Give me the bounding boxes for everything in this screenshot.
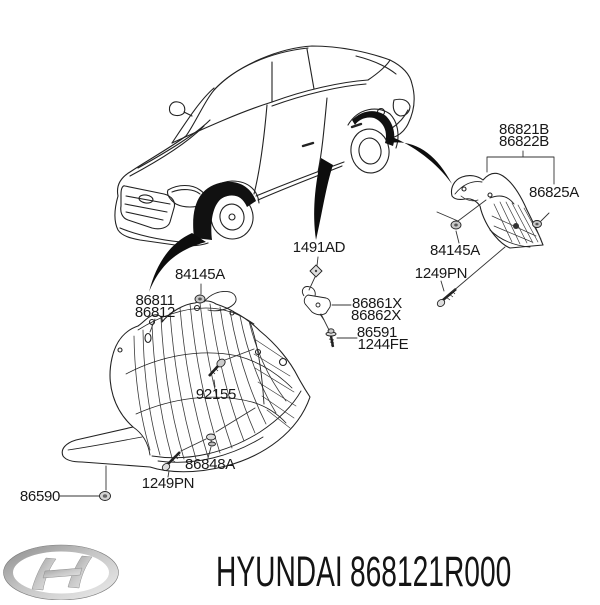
highlight-front-arch [193,181,256,240]
part-label-86591: 86591 [356,324,398,341]
front-wheel-liner-drawing [61,291,311,473]
car-illustration [114,45,415,247]
part-label-86821b: 86821B [499,121,549,138]
part-label-86862x: 86862X [351,307,401,324]
part-label-92155: 92155 [195,386,237,403]
screw-86591-icon [325,328,337,348]
part-number: 868121R000 [349,548,512,596]
arrow-to-center-parts-icon [314,158,333,240]
part-label-86861x: 86861X [352,295,402,312]
nut-84145a-rear-icon [450,220,462,230]
screw-1249pn-front-icon [161,451,181,472]
clip-86590-icon [99,491,111,501]
leader-lines [59,199,550,497]
logo-h-glyph [31,555,93,591]
rear-wheel-guard-drawing [450,172,544,249]
part-label-1244fe: 1244FE [357,336,409,353]
clip-86848a-icon [206,433,216,447]
nut-84145a-front-icon [194,294,206,304]
hyundai-logo [0,537,126,601]
label-bracket-86821b [486,150,555,185]
part-label-84145a-rear: 84145A [430,242,480,259]
part-label-84145a-front: 84145A [175,266,225,283]
part-label-86811: 86811 [135,292,175,309]
part-label-86822b: 86822B [499,133,549,150]
arrow-to-rear-guard-icon [389,136,452,184]
clip-1491ad-icon [309,264,323,278]
bolt-92155-icon [208,358,226,377]
part-label-86812: 86812 [134,304,176,321]
part-label-86848a: 86848A [185,456,235,473]
part-label-1491ad: 1491AD [292,239,346,256]
clip-86825a-icon [532,220,542,228]
screw-1249pn-rear-icon [436,288,457,308]
arrow-to-front-liner-icon [149,233,206,292]
part-label-86590: 86590 [19,488,61,505]
part-label-1249pn-rear: 1249PN [414,265,468,282]
brand-name: HYUNDAI [216,548,343,596]
bracket-86861x-icon [301,286,331,321]
part-label-86825a: 86825A [529,184,579,201]
highlight-rear-arch [352,111,395,146]
part-label-1249pn-front: 1249PN [141,475,195,492]
